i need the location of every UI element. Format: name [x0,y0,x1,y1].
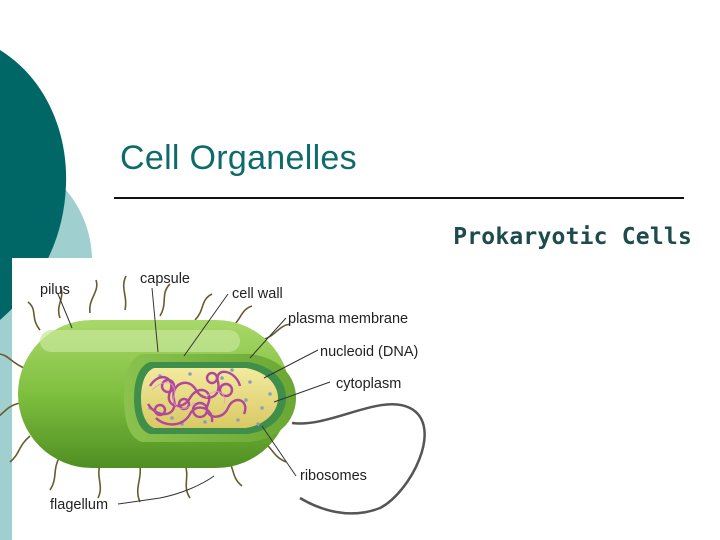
label-pilus: pilus [40,282,70,298]
label-plasma-membrane: plasma membrane [288,311,408,327]
capsule-highlight [40,330,240,352]
label-flagellum: flagellum [50,497,108,513]
flagellum [291,403,426,515]
label-cell-wall: cell wall [232,286,283,302]
label-capsule: capsule [140,271,190,287]
prokaryotic-cell-diagram: pilus capsule cell wall plasma membrane … [0,258,440,540]
dark-teal-half-circle [0,50,67,320]
leader-lines [57,287,331,505]
nucleoid-dna-shadow [151,382,226,410]
slide-subtitle: Prokaryotic Cells [453,224,692,250]
slide-title: Cell Organelles [120,139,357,177]
label-nucleoid: nucleoid (DNA) [320,344,418,360]
label-ribosomes: ribosomes [300,468,367,484]
cell-illustration: pilus capsule cell wall plasma membrane … [0,271,426,515]
label-cytoplasm: cytoplasm [336,376,401,392]
title-underline [114,197,684,199]
